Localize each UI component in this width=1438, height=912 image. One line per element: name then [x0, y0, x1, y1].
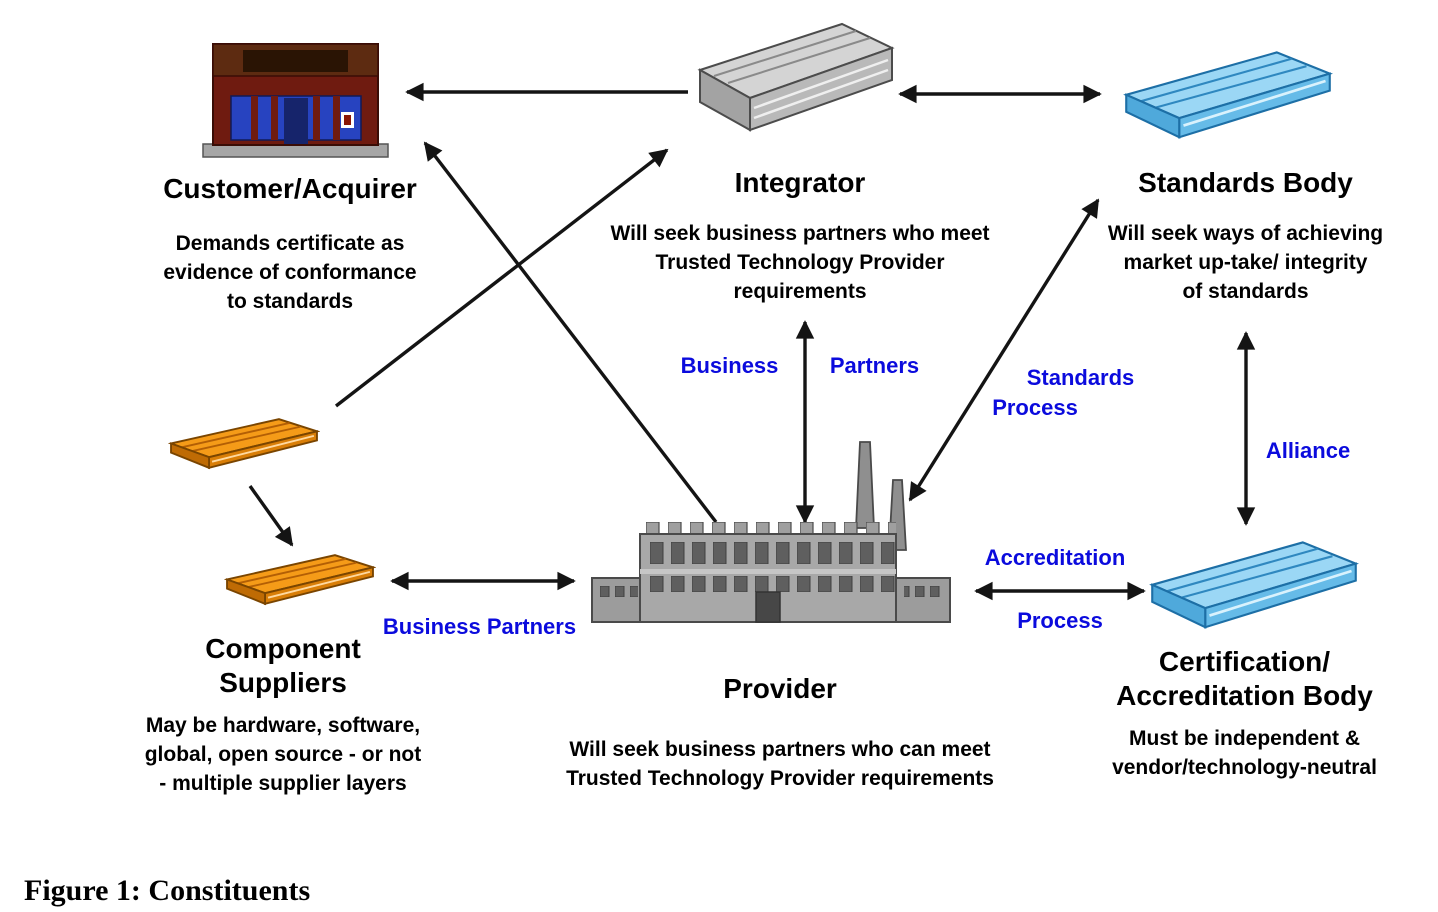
standards-body-description: Will seek ways of achieving market up-ta… [1107, 222, 1384, 304]
customer-node: Customer/Acquirer Demands certificate as… [130, 172, 450, 317]
supplier-building-top-icon [167, 416, 321, 474]
edge-label-standards-process: Process [992, 395, 1078, 420]
standards-body-title: Standards Body [1138, 167, 1353, 198]
provider-node: Provider Will seek business partners who… [540, 672, 1020, 794]
arrow-standards-provider [908, 198, 1100, 502]
certification-body-building-icon [1148, 538, 1360, 638]
provider-factory-icon [588, 428, 960, 650]
certification-body-description: Must be independent & vendor/technology-… [1112, 727, 1377, 780]
edge-label-business: Business [680, 353, 779, 378]
arrow-supplier-to-supplier [248, 485, 294, 547]
edge-label-business-partners: Business Partners [382, 614, 577, 639]
standards-body-building-icon [1122, 48, 1334, 148]
customer-description: Demands certificate as evidence of confo… [163, 232, 417, 314]
supplier-building-bottom-icon [223, 550, 377, 612]
integrator-building-icon [696, 20, 896, 152]
edge-label-accreditation: Accreditation [984, 545, 1126, 570]
customer-building-icon [193, 38, 398, 160]
customer-title: Customer/Acquirer [163, 173, 417, 204]
integrator-description: Will seek business partners who meet Tru… [610, 222, 990, 304]
standards-body-node: Standards Body Will seek ways of achievi… [1078, 166, 1413, 307]
component-suppliers-description: May be hardware, software, global, open … [144, 714, 422, 796]
provider-description: Will seek business partners who can meet… [566, 738, 994, 791]
certification-body-node: Certification/ Accreditation Body Must b… [1072, 645, 1417, 783]
arrow-provider-to-customer [423, 141, 718, 524]
provider-title: Provider [723, 673, 837, 704]
figure-caption: Figure 1: Constituents [24, 874, 311, 907]
integrator-node: Integrator Will seek business partners w… [570, 166, 1030, 307]
arrow-suppliers-to-integrator [334, 148, 669, 408]
edge-label-standards: Standards [1026, 365, 1135, 390]
component-suppliers-node: Component Suppliers May be hardware, sof… [118, 632, 448, 799]
component-suppliers-title: Component Suppliers [205, 633, 361, 699]
edge-label-partners: Partners [829, 353, 920, 378]
integrator-title: Integrator [734, 167, 866, 198]
edge-label-alliance: Alliance [1265, 438, 1351, 463]
edge-label-accreditation-process: Process [1017, 608, 1103, 633]
certification-body-title: Certification/ Accreditation Body [1116, 646, 1373, 712]
